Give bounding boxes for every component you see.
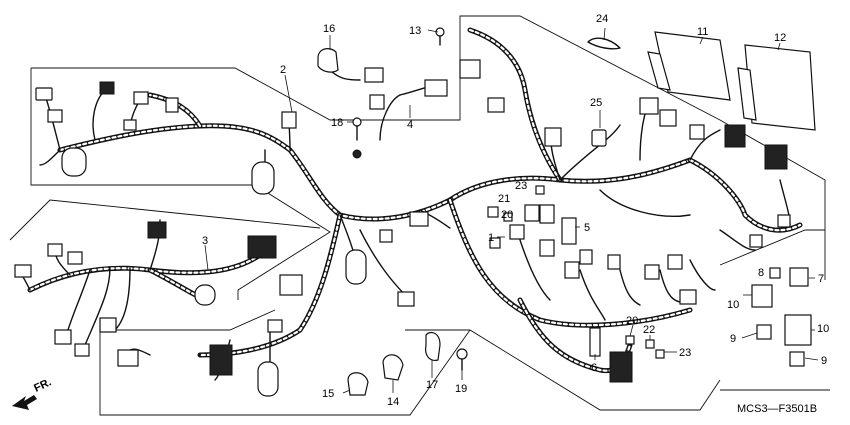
callout-8: 8 [758,267,764,279]
callout-20b: 20 [626,315,638,327]
callout-21: 21 [498,193,510,205]
callout-6: 6 [591,362,597,374]
leader-lines [204,27,819,394]
callout-19: 19 [455,383,467,395]
callout-25: 25 [590,97,602,109]
callout-2: 2 [280,64,286,76]
front-direction-label: FR. [32,376,53,394]
callout-24: 24 [596,13,608,25]
callout-9a: 9 [730,333,736,345]
callout-16: 16 [323,23,335,35]
callout-5: 5 [584,222,590,234]
cylindrical-components [61,147,367,397]
callout-10a: 10 [727,299,739,311]
callout-23b: 23 [679,347,691,359]
callout-12: 12 [774,32,786,44]
callout-1: 1 [488,232,494,244]
callout-9b: 9 [821,355,827,367]
callout-10b: 10 [817,323,829,335]
callout-20a: 20 [501,209,513,221]
callout-3: 3 [202,235,208,247]
callout-23a: 23 [515,180,527,192]
callout-13: 13 [409,25,421,37]
drawing-code: MCS3—F3501B [737,403,817,415]
callout-14: 14 [387,396,399,408]
front-direction-arrow: FR. [12,376,53,410]
callout-4: 4 [407,119,413,131]
callout-17: 17 [426,379,438,391]
callout-15: 15 [322,388,334,400]
small-parts [317,27,665,396]
connectors [14,59,791,383]
relays [751,267,812,367]
harness-outline-boxes [9,15,830,416]
callout-22: 22 [643,324,655,336]
control-units [647,31,816,131]
callout-numbers: 1 2 3 4 5 6 7 8 9 9 10 10 11 12 13 14 15… [202,13,829,408]
callout-11: 11 [697,26,708,38]
callout-7: 7 [818,273,824,285]
callout-18: 18 [331,117,343,129]
